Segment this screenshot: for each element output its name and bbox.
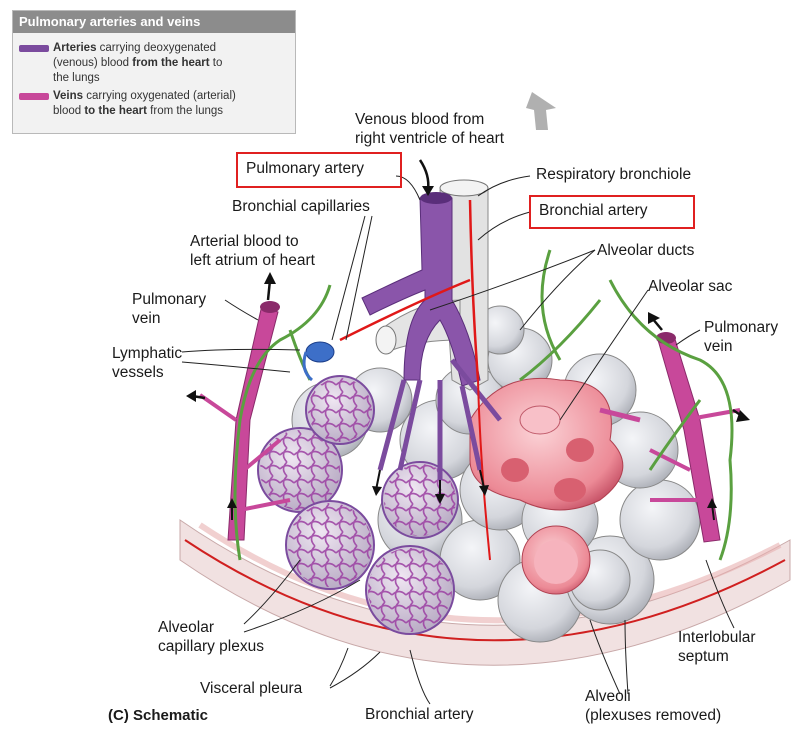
vein-swatch <box>19 93 49 100</box>
label-interlobular-line1: Interlobular <box>678 629 756 646</box>
pulmonary-veins <box>198 301 741 543</box>
highlight-pulmonary-artery: Pulmonary artery <box>236 152 402 188</box>
highlight-bronchial-artery: Bronchial artery <box>529 195 695 229</box>
label-pulmonary-vein-right-line1: Pulmonary <box>704 319 779 336</box>
label-alveoli: Alveoli (plexuses removed) <box>585 687 721 725</box>
label-arterial-blood-line2: left atrium of heart <box>190 252 315 269</box>
legend-veins-bold-2: to the heart <box>84 105 147 117</box>
artery-swatch <box>19 45 49 52</box>
leader-lines <box>181 175 735 705</box>
label-alveolar-plexus-line2: capillary plexus <box>158 638 264 655</box>
label-pulmonary-vein-right: Pulmonary vein <box>704 318 778 356</box>
view-arrow-icon <box>526 92 556 130</box>
label-bronchial-artery-top: Bronchial artery <box>539 202 648 219</box>
label-pulmonary-vein-right-line2: vein <box>704 338 733 355</box>
legend-box: Pulmonary arteries and veins Arteries ca… <box>12 10 296 134</box>
label-alveolar-ducts: Alveolar ducts <box>597 242 695 259</box>
legend-arteries-bold: Arteries <box>53 42 97 54</box>
label-alveolar-plexus-line1: Alveolar <box>158 619 214 636</box>
legend-arteries-text-3: to <box>209 57 223 69</box>
label-pulmonary-vein-left: Pulmonary vein <box>132 290 206 328</box>
figure-caption: (C) Schematic <box>108 707 209 724</box>
label-arterial-blood-line1: Arterial blood to <box>190 233 299 250</box>
legend-arteries-bold-2: from the heart <box>132 57 210 69</box>
legend-veins-text-2: blood <box>53 105 85 117</box>
label-alveolar-capillary-plexus: Alveolar capillary plexus <box>158 618 264 656</box>
flow-arrows <box>186 159 750 521</box>
label-lymphatic-vessels: Lymphatic vessels <box>112 344 182 382</box>
lymphatic-node <box>302 341 335 382</box>
legend-veins-text: carrying oxygenated (arterial) <box>83 90 236 102</box>
label-pulmonary-vein-left-line2: vein <box>132 310 161 327</box>
legend-veins-text-3: from the lungs <box>146 105 224 117</box>
alveolar-sac-opened <box>469 377 624 595</box>
label-respiratory-bronchiole: Respiratory bronchiole <box>536 166 692 183</box>
label-lymphatic-line2: vessels <box>112 364 164 381</box>
label-interlobular-septum: Interlobular septum <box>678 628 756 666</box>
label-alveolar-sac: Alveolar sac <box>648 278 733 295</box>
label-interlobular-line2: septum <box>678 648 729 665</box>
label-pulmonary-vein-left-line1: Pulmonary <box>132 291 207 308</box>
legend-arteries-text-4: the lungs <box>53 72 100 84</box>
label-visceral-pleura: Visceral pleura <box>200 680 303 697</box>
label-venous-blood: Venous blood from right ventricle of hea… <box>355 110 504 148</box>
label-bronchial-artery-bottom: Bronchial artery <box>365 706 474 723</box>
label-venous-blood-line2: right ventricle of heart <box>355 130 505 147</box>
label-alveoli-line2: (plexuses removed) <box>585 707 722 724</box>
alveolar-capillary-plexus <box>257 375 459 635</box>
legend-arteries-text-2: (venous) blood <box>53 57 133 69</box>
label-bronchial-capillaries: Bronchial capillaries <box>232 198 370 215</box>
label-venous-blood-line1: Venous blood from <box>355 111 485 128</box>
label-alveoli-line1: Alveoli <box>585 688 631 705</box>
legend-arteries-text: carrying deoxygenated <box>96 42 217 54</box>
label-pulmonary-artery: Pulmonary artery <box>246 160 365 177</box>
label-arterial-blood: Arterial blood to left atrium of heart <box>190 232 315 270</box>
label-lymphatic-line1: Lymphatic <box>112 345 183 362</box>
legend-veins-bold: Veins <box>53 90 84 102</box>
legend-title: Pulmonary arteries and veins <box>13 11 295 33</box>
